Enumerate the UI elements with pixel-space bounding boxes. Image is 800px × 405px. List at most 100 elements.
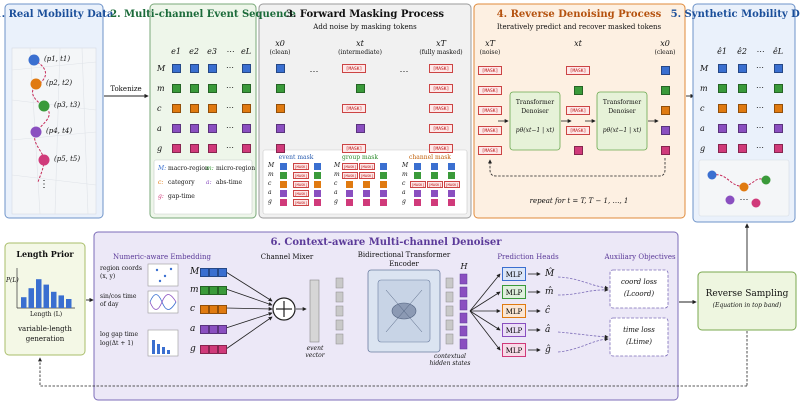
x0-label: x0 (275, 39, 285, 48)
mlp-head: MLP (502, 343, 526, 357)
forward-dots-2: ⋯ (399, 67, 409, 77)
token-cell (661, 86, 670, 95)
denoiser-1-line-1: Transformer (515, 99, 555, 106)
token-cell (208, 104, 217, 113)
token-cell (208, 84, 217, 93)
legend-symbol: M: (158, 165, 167, 172)
embedding-cell (200, 286, 209, 295)
hidden-H-label: H (460, 262, 468, 271)
length-bar (43, 284, 49, 308)
mini-token-cell (280, 199, 287, 206)
mask-token: [MASK] (342, 172, 358, 179)
legend-text: gap-time (168, 193, 195, 200)
mask-token: [MASK] (478, 146, 502, 155)
token-cell (242, 124, 251, 133)
repeat-loop-arrow (488, 158, 666, 177)
input-label-2: (x, y) (100, 273, 116, 280)
token-cell (276, 64, 285, 73)
token-cell (738, 64, 747, 73)
mask-token: [MASK] (293, 163, 309, 170)
denoiser-box-2 (596, 91, 648, 151)
mini-token-cell (380, 163, 387, 170)
heads-title: Prediction Heads (497, 253, 559, 261)
mini-token-cell (431, 172, 438, 179)
feedback-arrow (38, 357, 747, 387)
embedding-channel-label: c (190, 304, 196, 314)
synthetic-row-label: M (700, 64, 709, 73)
token-cell (172, 64, 181, 73)
mask-token: [MASK] (342, 144, 366, 153)
mini-token-cell (280, 190, 287, 197)
token-cell (774, 144, 783, 153)
input-label-6: log(Δt + 1) (100, 340, 134, 347)
length-prior-caption-2: generation (25, 335, 65, 343)
embedding-cell (218, 325, 227, 334)
embedding-channel-label: a (190, 324, 196, 334)
mask-token: [MASK] (359, 172, 375, 179)
token-cell (574, 146, 583, 155)
coords-mini-plot (147, 263, 179, 287)
synthetic-column-header: ⋯ (756, 47, 764, 56)
token-cell (172, 104, 181, 113)
input-label-5: log gap time (100, 331, 139, 338)
p4-x0-label: x0 (660, 39, 670, 48)
repeat-label: repeat for t = T, T − 1, …, 1 (529, 197, 629, 205)
mini-token-cell (280, 172, 287, 179)
mini-token-cell (431, 163, 438, 170)
prediction-output: m̂ (545, 287, 554, 297)
input-label-1: region coords (100, 265, 142, 272)
event-column-header: eL (240, 47, 252, 56)
event-column-header: ⋯ (226, 47, 234, 56)
mask-token: [MASK] (478, 126, 502, 135)
mini-row-label: c (334, 180, 338, 187)
length-bar (51, 291, 57, 308)
token-cell (718, 64, 727, 73)
mini-token-cell (346, 181, 353, 188)
synthetic-poi-icon (739, 182, 749, 192)
token-cell (718, 104, 727, 113)
event-column-header: e3 (207, 47, 217, 56)
mask-token: [MASK] (293, 181, 309, 188)
token-cell (661, 66, 670, 75)
mask-token: [MASK] (444, 181, 460, 188)
synthetic-poi-icon (707, 170, 717, 180)
reverse-sampling-box (697, 271, 797, 331)
mini-token-cell (363, 190, 370, 197)
tokenize-label: Tokenize (110, 85, 142, 93)
xt-label: xt (356, 39, 364, 48)
mask-token: [MASK] (566, 106, 590, 115)
embedding-cell (209, 325, 218, 334)
mini-token-cell (314, 163, 321, 170)
embedding-cell (200, 305, 209, 314)
point-label-4: (p4, t4) (46, 127, 73, 135)
synthetic-row-label: m (700, 84, 708, 93)
panel-5-title: 5. Synthetic Mobility Data (670, 9, 800, 20)
mini-row-label: c (402, 180, 406, 187)
token-cell (276, 104, 285, 113)
token-cell (276, 124, 285, 133)
embedding-cell (209, 345, 218, 354)
denoiser-1-line-3: pθ(xt−1 | xt) (515, 127, 555, 134)
mini-row-label: m (402, 171, 408, 178)
channel-row-label: a (157, 124, 162, 133)
prediction-output: â (545, 325, 551, 335)
embedding-cell (200, 345, 209, 354)
synthetic-dots: ⋯ (739, 195, 749, 205)
token-cell (738, 144, 747, 153)
column-ellipsis: ⋯ (756, 123, 764, 132)
prediction-output: M̂ (545, 269, 555, 279)
poi-3-icon (38, 100, 50, 112)
token-cell (190, 84, 199, 93)
length-distribution-bars (21, 279, 72, 308)
mask-token: [MASK] (429, 104, 453, 113)
mini-row-label: M (268, 162, 275, 169)
mask-token: [MASK] (478, 106, 502, 115)
input-label-3: sin/cos time (100, 293, 137, 300)
mask-token: [MASK] (478, 66, 502, 75)
mask-token: [MASK] (410, 181, 426, 188)
token-cell (276, 84, 285, 93)
length-bar (36, 279, 42, 308)
channel-row-label: g (157, 144, 163, 153)
input-label-4: of day (100, 301, 119, 308)
length-prior-xlabel: Length (L) (29, 311, 63, 318)
